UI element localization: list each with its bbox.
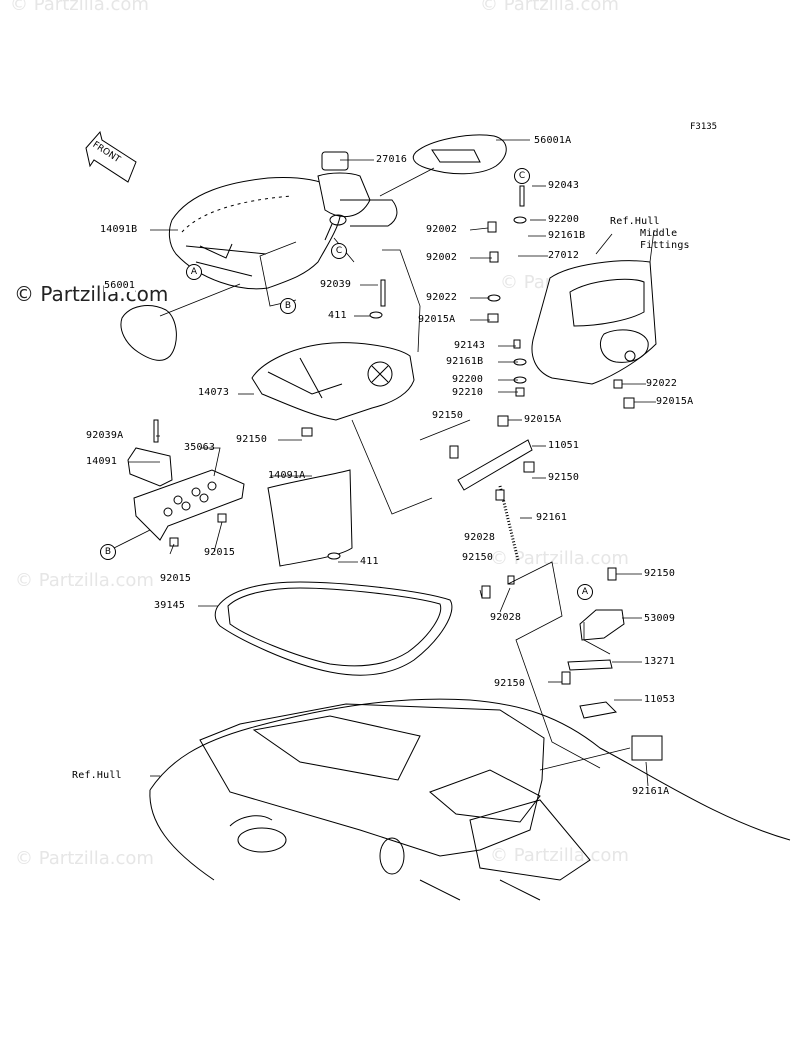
pad-14091 bbox=[127, 447, 173, 487]
grip-56001 bbox=[120, 305, 177, 361]
part-label: 92043 bbox=[548, 180, 580, 191]
part-label: 92143 bbox=[454, 340, 486, 351]
plate-92161a bbox=[631, 735, 663, 761]
seat-base-14073 bbox=[251, 342, 415, 421]
part-label: 92150 bbox=[432, 410, 464, 421]
part-label: 92022 bbox=[426, 292, 458, 303]
part-label: 92015A bbox=[418, 314, 456, 325]
part-label: 39145 bbox=[154, 600, 186, 611]
part-label: 14091B bbox=[100, 224, 138, 235]
part-label: 92161A bbox=[632, 786, 670, 797]
figure-code: F3135 bbox=[690, 122, 718, 132]
bracket-11051 bbox=[457, 439, 533, 491]
part-label: 92161 bbox=[536, 512, 568, 523]
part-label: 14091 bbox=[86, 456, 118, 467]
part-label: Middle bbox=[640, 228, 678, 239]
watermark: © Partzilla.com bbox=[15, 848, 154, 869]
leader-lines bbox=[113, 139, 656, 787]
part-label: 13271 bbox=[644, 656, 676, 667]
watermark: © Partzilla.com bbox=[15, 570, 154, 591]
latch-53009 bbox=[567, 609, 625, 719]
part-label: 35063 bbox=[184, 442, 216, 453]
part-label: 56001 bbox=[104, 280, 136, 292]
part-label: 11051 bbox=[548, 440, 580, 451]
part-label: 92150 bbox=[494, 678, 526, 689]
part-label: 27012 bbox=[548, 250, 580, 261]
callout-c: C bbox=[514, 168, 530, 184]
part-label: Ref.Hull bbox=[72, 770, 122, 781]
part-label: 92015A bbox=[524, 414, 562, 425]
part-label: 92210 bbox=[452, 387, 484, 398]
part-label: 92150 bbox=[236, 434, 268, 445]
part-label: 92039A bbox=[86, 430, 124, 441]
part-label: 53009 bbox=[644, 613, 676, 624]
hull-outline bbox=[149, 698, 791, 901]
bracket-35063 bbox=[133, 469, 245, 541]
part-label: 92200 bbox=[548, 214, 580, 225]
part-label: 92002 bbox=[426, 252, 458, 263]
middle-fittings bbox=[531, 260, 657, 385]
part-label: 92015 bbox=[204, 547, 236, 558]
part-label: 92161B bbox=[446, 356, 484, 367]
part-label: Ref.Hull bbox=[610, 216, 660, 227]
seat-cover-14091b bbox=[168, 177, 342, 290]
watermark: © Partzilla.com bbox=[490, 845, 629, 866]
cap-27016 bbox=[317, 151, 398, 241]
callout-b: B bbox=[280, 298, 296, 314]
part-label: 411 bbox=[328, 310, 347, 321]
callout-b: B bbox=[100, 544, 116, 560]
callout-a: A bbox=[577, 584, 593, 600]
part-label: 411 bbox=[360, 556, 379, 567]
callout-a: A bbox=[186, 264, 202, 280]
part-label: 92028 bbox=[490, 612, 522, 623]
part-label: 14091A bbox=[268, 470, 306, 481]
part-label: 27016 bbox=[376, 154, 408, 165]
part-label: 92200 bbox=[452, 374, 484, 385]
part-label: 92002 bbox=[426, 224, 458, 235]
callout-c: C bbox=[331, 243, 347, 259]
part-label: 92039 bbox=[320, 279, 352, 290]
part-label: 56001A bbox=[534, 135, 572, 146]
panel-14091a bbox=[267, 469, 353, 567]
watermark: © Partzilla.com bbox=[10, 0, 149, 15]
front-arrow bbox=[85, 130, 137, 183]
part-label: 92161B bbox=[548, 230, 586, 241]
part-label: 92015A bbox=[656, 396, 694, 407]
watermark-main: © Partzilla.com bbox=[14, 282, 169, 306]
part-label: 11053 bbox=[644, 694, 676, 705]
grip-56001a bbox=[412, 134, 507, 175]
part-label: Fittings bbox=[640, 240, 690, 251]
part-label: 92150 bbox=[548, 472, 580, 483]
watermark: © Partzilla.com bbox=[490, 548, 629, 569]
part-label: 92150 bbox=[462, 552, 494, 563]
part-label: 92028 bbox=[464, 532, 496, 543]
part-label: 14073 bbox=[198, 387, 230, 398]
part-label: 92150 bbox=[644, 568, 676, 579]
part-label: 92022 bbox=[646, 378, 678, 389]
watermark: © Partzilla.com bbox=[480, 0, 619, 15]
part-label: 92015 bbox=[160, 573, 192, 584]
gasket-39145 bbox=[214, 581, 453, 676]
